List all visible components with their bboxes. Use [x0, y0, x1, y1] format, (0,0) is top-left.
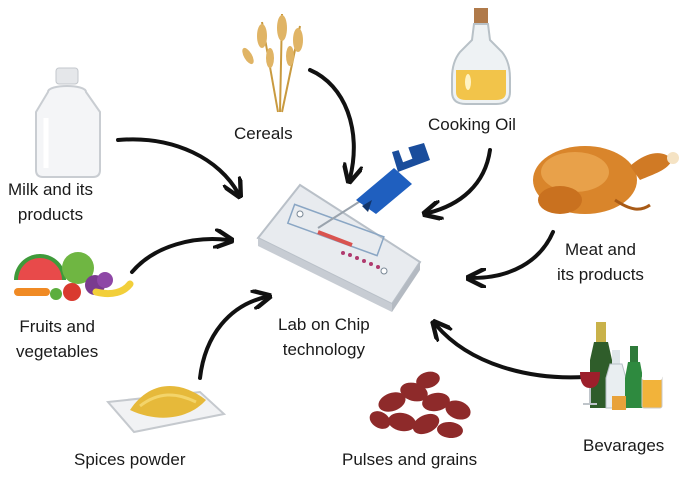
arrow-meat [472, 230, 555, 278]
roast-chicken-icon [533, 146, 679, 214]
kidney-beans-icon [369, 371, 471, 439]
lab-on-chip-icon [256, 143, 430, 312]
arrow-oil [428, 148, 492, 213]
wheat-icon [242, 13, 303, 113]
label-oil: Cooking Oil [428, 115, 516, 134]
label-spices: Spices powder [74, 450, 186, 469]
arrow-spices [198, 297, 266, 380]
label-pulses: Pulses and grains [342, 450, 478, 469]
milk-bottle-icon [35, 67, 101, 178]
beverage-bottles-icon [580, 322, 663, 410]
arrow-cereals [308, 68, 354, 178]
fruits-vegetables-icon [14, 252, 134, 301]
arrow-milk [116, 137, 238, 193]
label-beverages: Bevarages [583, 436, 665, 455]
spice-powder-icon [105, 386, 227, 434]
label-cereals: Cereals [234, 124, 293, 143]
oil-bottle-icon [451, 8, 511, 105]
arrow-fruits [130, 239, 228, 274]
arrow-bev [436, 325, 587, 380]
